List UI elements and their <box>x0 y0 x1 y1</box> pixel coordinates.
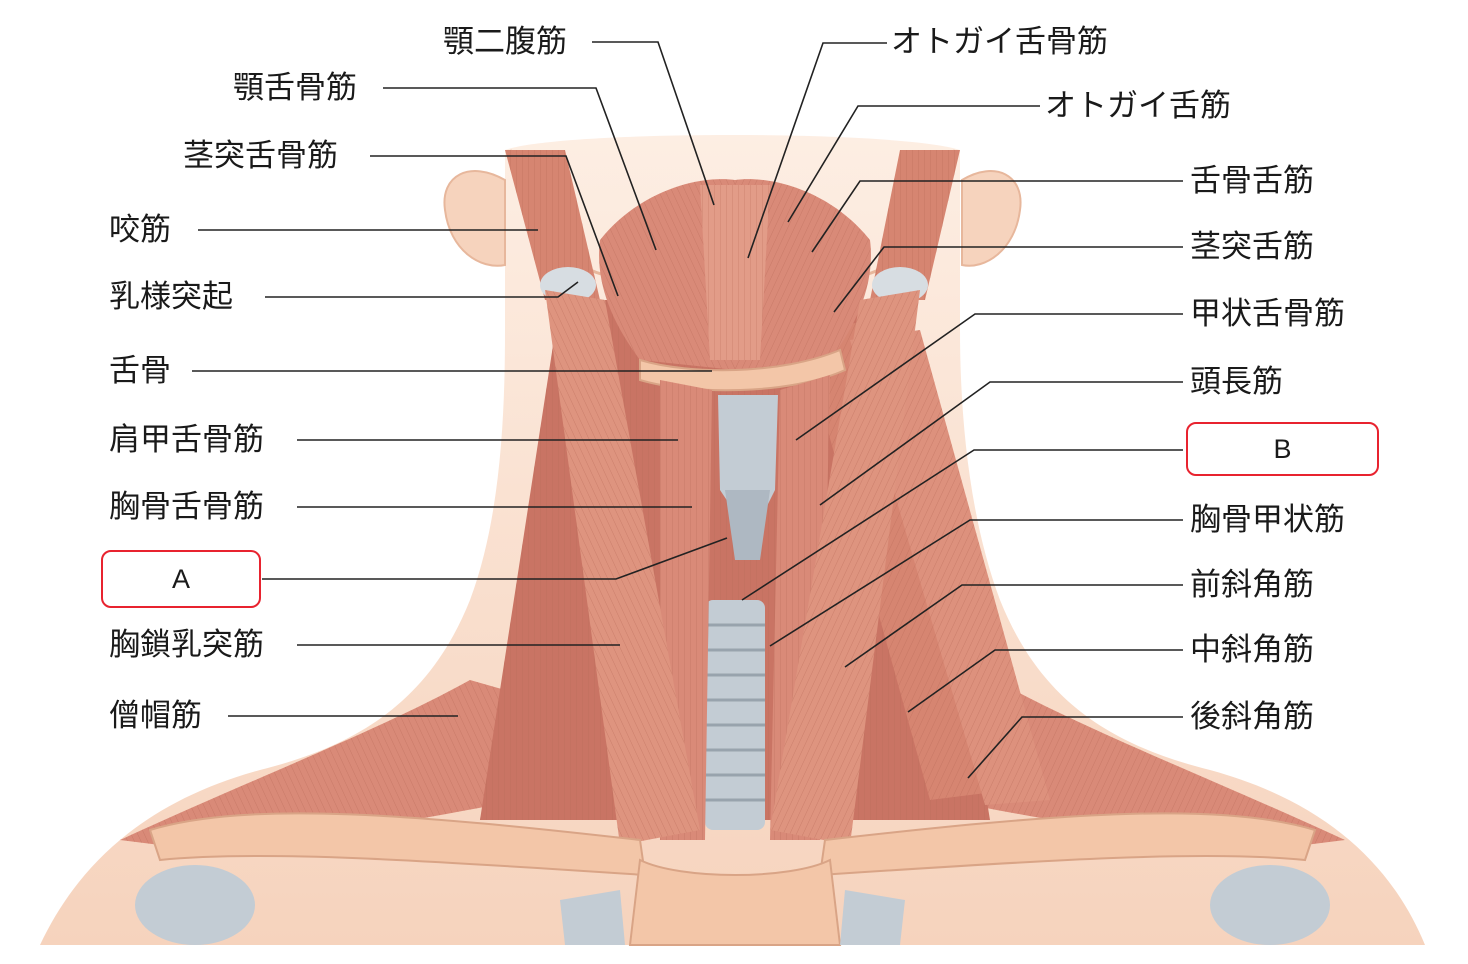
label-scalenus-anterior: 前斜角筋 <box>1190 567 1314 603</box>
leader-hyoglossus <box>811 180 1183 253</box>
suprahyoid-muscles <box>599 179 871 370</box>
label-digastric: 顎二腹筋 <box>443 24 567 60</box>
leader-thyrohyoid <box>795 313 1183 441</box>
label-scalenus-medius: 中斜角筋 <box>1190 632 1314 668</box>
clavicle-bones <box>135 812 1330 946</box>
label-longus-capitis: 頭長筋 <box>1190 364 1283 400</box>
label-stylohyoid: 茎突舌骨筋 <box>183 138 338 174</box>
leader-scalenus-anterior <box>844 584 1183 668</box>
leader-B <box>741 449 1183 601</box>
leader-geniohyoid <box>747 42 887 259</box>
leader-A <box>262 537 728 580</box>
leader-longus-capitis <box>819 381 1183 506</box>
leader-sternothyroid <box>769 519 1183 647</box>
answer-box-b[interactable]: B <box>1186 422 1379 476</box>
label-mastoid: 乳様突起 <box>109 279 233 315</box>
label-scalenus-posterior: 後斜角筋 <box>1190 699 1314 735</box>
answer-box-a-label: A <box>171 564 190 594</box>
leader-styloglossus <box>833 246 1183 313</box>
label-geniohyoid: オトガイ舌骨筋 <box>891 24 1108 60</box>
label-scm: 胸鎖乳突筋 <box>109 627 264 663</box>
label-masseter: 咬筋 <box>109 212 171 248</box>
leader-mylohyoid <box>383 87 657 251</box>
leader-scalenus-medius <box>907 649 1183 713</box>
answer-box-a[interactable]: A <box>101 550 261 608</box>
label-styloglossus: 茎突舌筋 <box>1190 229 1314 265</box>
leader-digastric <box>592 41 715 206</box>
label-thyrohyoid: 甲状舌骨筋 <box>1190 296 1345 332</box>
larynx-trachea <box>705 395 778 830</box>
leader-mastoid <box>265 281 579 298</box>
label-sternohyoid: 胸骨舌骨筋 <box>109 489 264 525</box>
label-mylohyoid: 顎舌骨筋 <box>233 70 357 106</box>
label-hyoid: 舌骨 <box>109 353 171 389</box>
answer-box-b-label: B <box>1273 434 1292 464</box>
leader-stylohyoid <box>370 155 619 297</box>
leader-scalenus-posterior <box>967 716 1183 779</box>
label-sternothyroid: 胸骨甲状筋 <box>1190 502 1345 538</box>
label-hyoglossus: 舌骨舌筋 <box>1190 163 1314 199</box>
leader-genioglossus <box>787 105 1040 223</box>
label-omohyoid: 肩甲舌骨筋 <box>109 422 264 458</box>
leader-lines <box>192 41 1183 779</box>
label-genioglossus: オトガイ舌筋 <box>1045 88 1231 124</box>
sternocleidomastoid-muscle <box>545 290 920 845</box>
trapezius-muscle <box>120 680 1345 850</box>
label-trapezius: 僧帽筋 <box>109 698 202 734</box>
